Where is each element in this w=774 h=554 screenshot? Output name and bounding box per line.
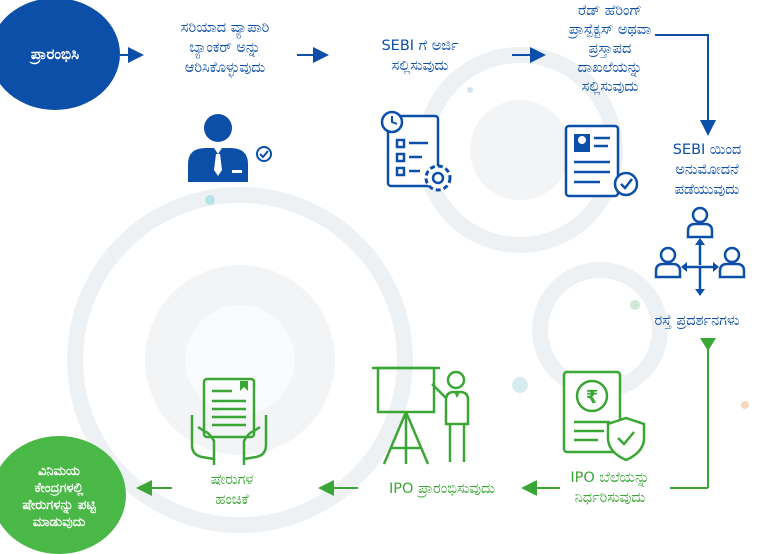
step-drhp: ರೆಡ್ ಹೆರಿಂಗ್ ಪ್ರಾಸ್ಪೆಕ್ಟಸ್ ಅಥವಾ ಪ್ರಸ್ತಾಪ… xyxy=(568,3,652,95)
step-roadshows: ರಸ್ತೆ ಪ್ರದರ್ಶನಗಳು xyxy=(654,313,740,329)
hands-document-icon xyxy=(190,377,268,465)
listing-label: ವಿನಿಮಯ ಕೇಂದ್ರಗಳಲ್ಲಿ ಷೇರುಗಳನ್ನು ಪಟ್ಟಿ ಮಾಡ… xyxy=(22,464,96,530)
start-circle: ಪ್ರಾರಂಭಿಸಿ xyxy=(0,0,120,110)
step-pricing: IPO ಬೆಲೆಯನ್ನು ನಿರ್ಧರಿಸುವುದು xyxy=(570,470,650,506)
step-sebi-apply: SEBI ಗೆ ಅರ್ಜಿ ಸಲ್ಲಿಸುವುದು xyxy=(381,38,459,74)
step-sebi-approval: SEBI ಯಿಂದ ಅನುಮೋದನೆ ಪಡೆಯುವುದು xyxy=(672,142,742,198)
document-clock-gear-icon xyxy=(380,110,452,192)
step-allotment: ಷೇರುಗಳ ಹಂಚಿಕೆ xyxy=(210,472,254,508)
step-appoint-banker: ಸರಿಯಾದ ವ್ಯಾಪಾರಿ ಬ್ಯಾಂಕರ್ ಅನ್ನು ಆರಿಸಿಕೊಳ್… xyxy=(180,20,270,76)
presenter-board-icon xyxy=(372,366,470,465)
step-launch: IPO ಪ್ರಾರಂಭಿಸುವುದು xyxy=(388,481,496,497)
resume-document-check-icon xyxy=(564,124,639,198)
arrow-drhp-to-approval xyxy=(655,34,716,136)
people-network-icon xyxy=(654,206,746,296)
roadshow-triangle xyxy=(700,338,716,351)
rupee-document-shield-icon: ₹ xyxy=(562,370,646,462)
listing-circle: ವಿನಿಮಯ ಕೇಂದ್ರಗಳಲ್ಲಿ ಷೇರುಗಳನ್ನು ಪಟ್ಟಿ ಮಾಡ… xyxy=(0,436,126,554)
start-label: ಪ್ರಾರಂಭಿಸಿ xyxy=(30,45,80,63)
svg-text:₹: ₹ xyxy=(586,387,599,408)
businessman-check-icon xyxy=(188,114,272,182)
